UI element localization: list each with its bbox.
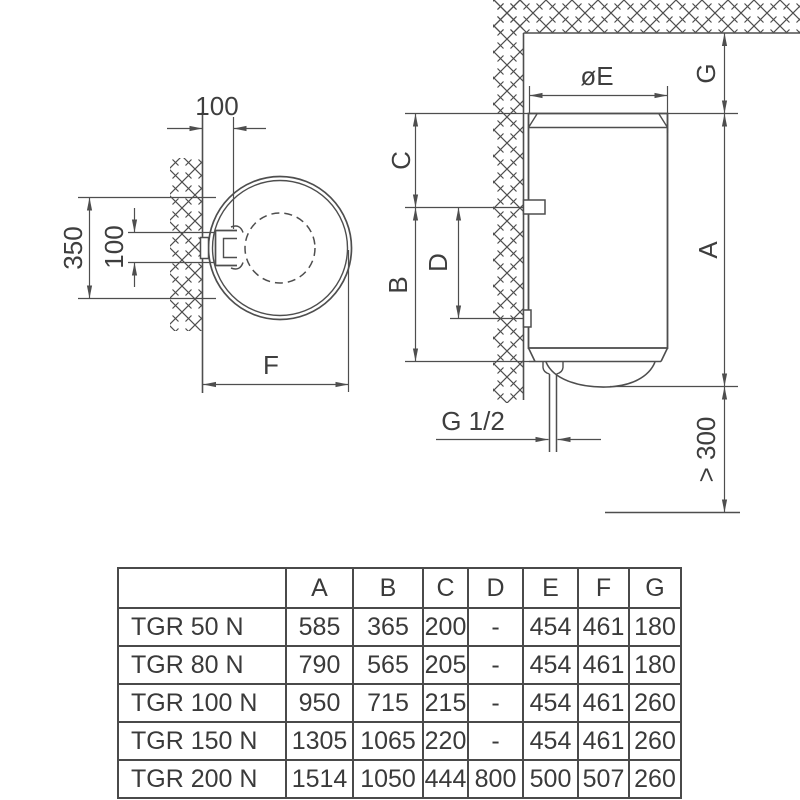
dim-label-floor-clearance: > 300 — [691, 417, 721, 483]
value-E: 454 — [522, 607, 579, 647]
value-C: 200 — [422, 607, 469, 647]
table-row: TGR 100 N 950 715 215 - 454 461 260 — [117, 683, 682, 723]
mount-bracket-profile — [214, 229, 237, 267]
header-D: D — [467, 567, 524, 609]
value-D: - — [467, 683, 524, 723]
value-F: 507 — [577, 759, 630, 799]
value-D: - — [467, 607, 524, 647]
hanger-hook-top — [230, 225, 244, 233]
dim-label-G: G — [691, 63, 721, 83]
model-name: TGR 200 N — [117, 759, 287, 799]
value-D: 800 — [467, 759, 524, 799]
value-B: 565 — [352, 645, 424, 685]
header-B: B — [352, 567, 424, 609]
table-row: TGR 150 N 1305 1065 220 - 454 461 260 — [117, 721, 682, 761]
value-B: 1050 — [352, 759, 424, 799]
table-row: TGR 50 N 585 365 200 - 454 461 180 — [117, 607, 682, 647]
spec-table-header-row: A B C D E F G — [117, 567, 682, 609]
spec-table: A B C D E F G TGR 50 N 585 365 200 - 454… — [117, 567, 682, 799]
dim-label-A: A — [693, 241, 723, 259]
value-D: - — [467, 721, 524, 761]
dim-label-350: 350 — [58, 226, 88, 269]
header-model — [117, 567, 287, 609]
wall-anchor — [199, 236, 210, 260]
value-F: 461 — [577, 721, 630, 761]
value-B: 1065 — [352, 721, 424, 761]
value-E: 454 — [522, 645, 579, 685]
dim-label-B: B — [383, 276, 413, 293]
dim-label-diameter-E: øE — [580, 61, 613, 91]
value-A: 1514 — [285, 759, 354, 799]
value-G: 260 — [628, 759, 682, 799]
value-C: 205 — [422, 645, 469, 685]
front-view-labels: øE G C B D A > 300 G 1/2 — [383, 61, 723, 482]
tank-body — [527, 112, 669, 349]
table-row: TGR 80 N 790 565 205 - 454 461 180 — [117, 645, 682, 685]
value-F: 461 — [577, 607, 630, 647]
value-C: 220 — [422, 721, 469, 761]
front-view-drawing — [405, 0, 800, 514]
value-E: 454 — [522, 721, 579, 761]
value-F: 461 — [577, 645, 630, 685]
wall-hatch-side — [170, 158, 203, 331]
header-C: C — [422, 567, 469, 609]
value-A: 790 — [285, 645, 354, 685]
value-E: 454 — [522, 683, 579, 723]
ceiling-hatch — [493, 0, 800, 33]
lower-wall-bracket — [522, 309, 532, 328]
value-E: 500 — [522, 759, 579, 799]
value-F: 461 — [577, 683, 630, 723]
hanger-hook-bottom — [230, 262, 244, 270]
header-G: G — [628, 567, 682, 609]
dim-label-F: F — [263, 350, 279, 380]
dim-label-100-top: 100 — [195, 91, 238, 121]
value-G: 180 — [628, 607, 682, 647]
model-name: TGR 50 N — [117, 607, 287, 647]
value-B: 715 — [352, 683, 424, 723]
upper-wall-bracket — [522, 199, 546, 215]
value-D: - — [467, 645, 524, 685]
value-C: 215 — [422, 683, 469, 723]
value-A: 950 — [285, 683, 354, 723]
header-E: E — [522, 567, 579, 609]
dim-label-100-inner: 100 — [99, 225, 129, 268]
tank-inner-circle — [211, 179, 349, 317]
value-A: 1305 — [285, 721, 354, 761]
value-G: 180 — [628, 645, 682, 685]
header-F: F — [577, 567, 630, 609]
value-A: 585 — [285, 607, 354, 647]
tank-outer-circle — [207, 175, 353, 321]
dim-label-C: C — [386, 151, 416, 170]
header-A: A — [285, 567, 354, 609]
model-name: TGR 80 N — [117, 645, 287, 685]
value-B: 365 — [352, 607, 424, 647]
value-C: 444 — [422, 759, 469, 799]
outlet-pipe — [548, 374, 558, 452]
table-row: TGR 200 N 1514 1050 444 800 500 507 260 — [117, 759, 682, 799]
value-G: 260 — [628, 683, 682, 723]
pipe-connector — [542, 362, 564, 375]
side-view-drawing — [78, 112, 353, 393]
side-view-labels: 100 350 100 F — [58, 91, 279, 380]
model-name: TGR 100 N — [117, 683, 287, 723]
dim-label-D: D — [423, 253, 453, 272]
model-name: TGR 150 N — [117, 721, 287, 761]
wall-hatch-front — [493, 0, 523, 403]
value-G: 260 — [628, 721, 682, 761]
inner-tank-dashed-circle — [244, 212, 316, 284]
dim-label-pipe-thread: G 1/2 — [441, 406, 505, 436]
